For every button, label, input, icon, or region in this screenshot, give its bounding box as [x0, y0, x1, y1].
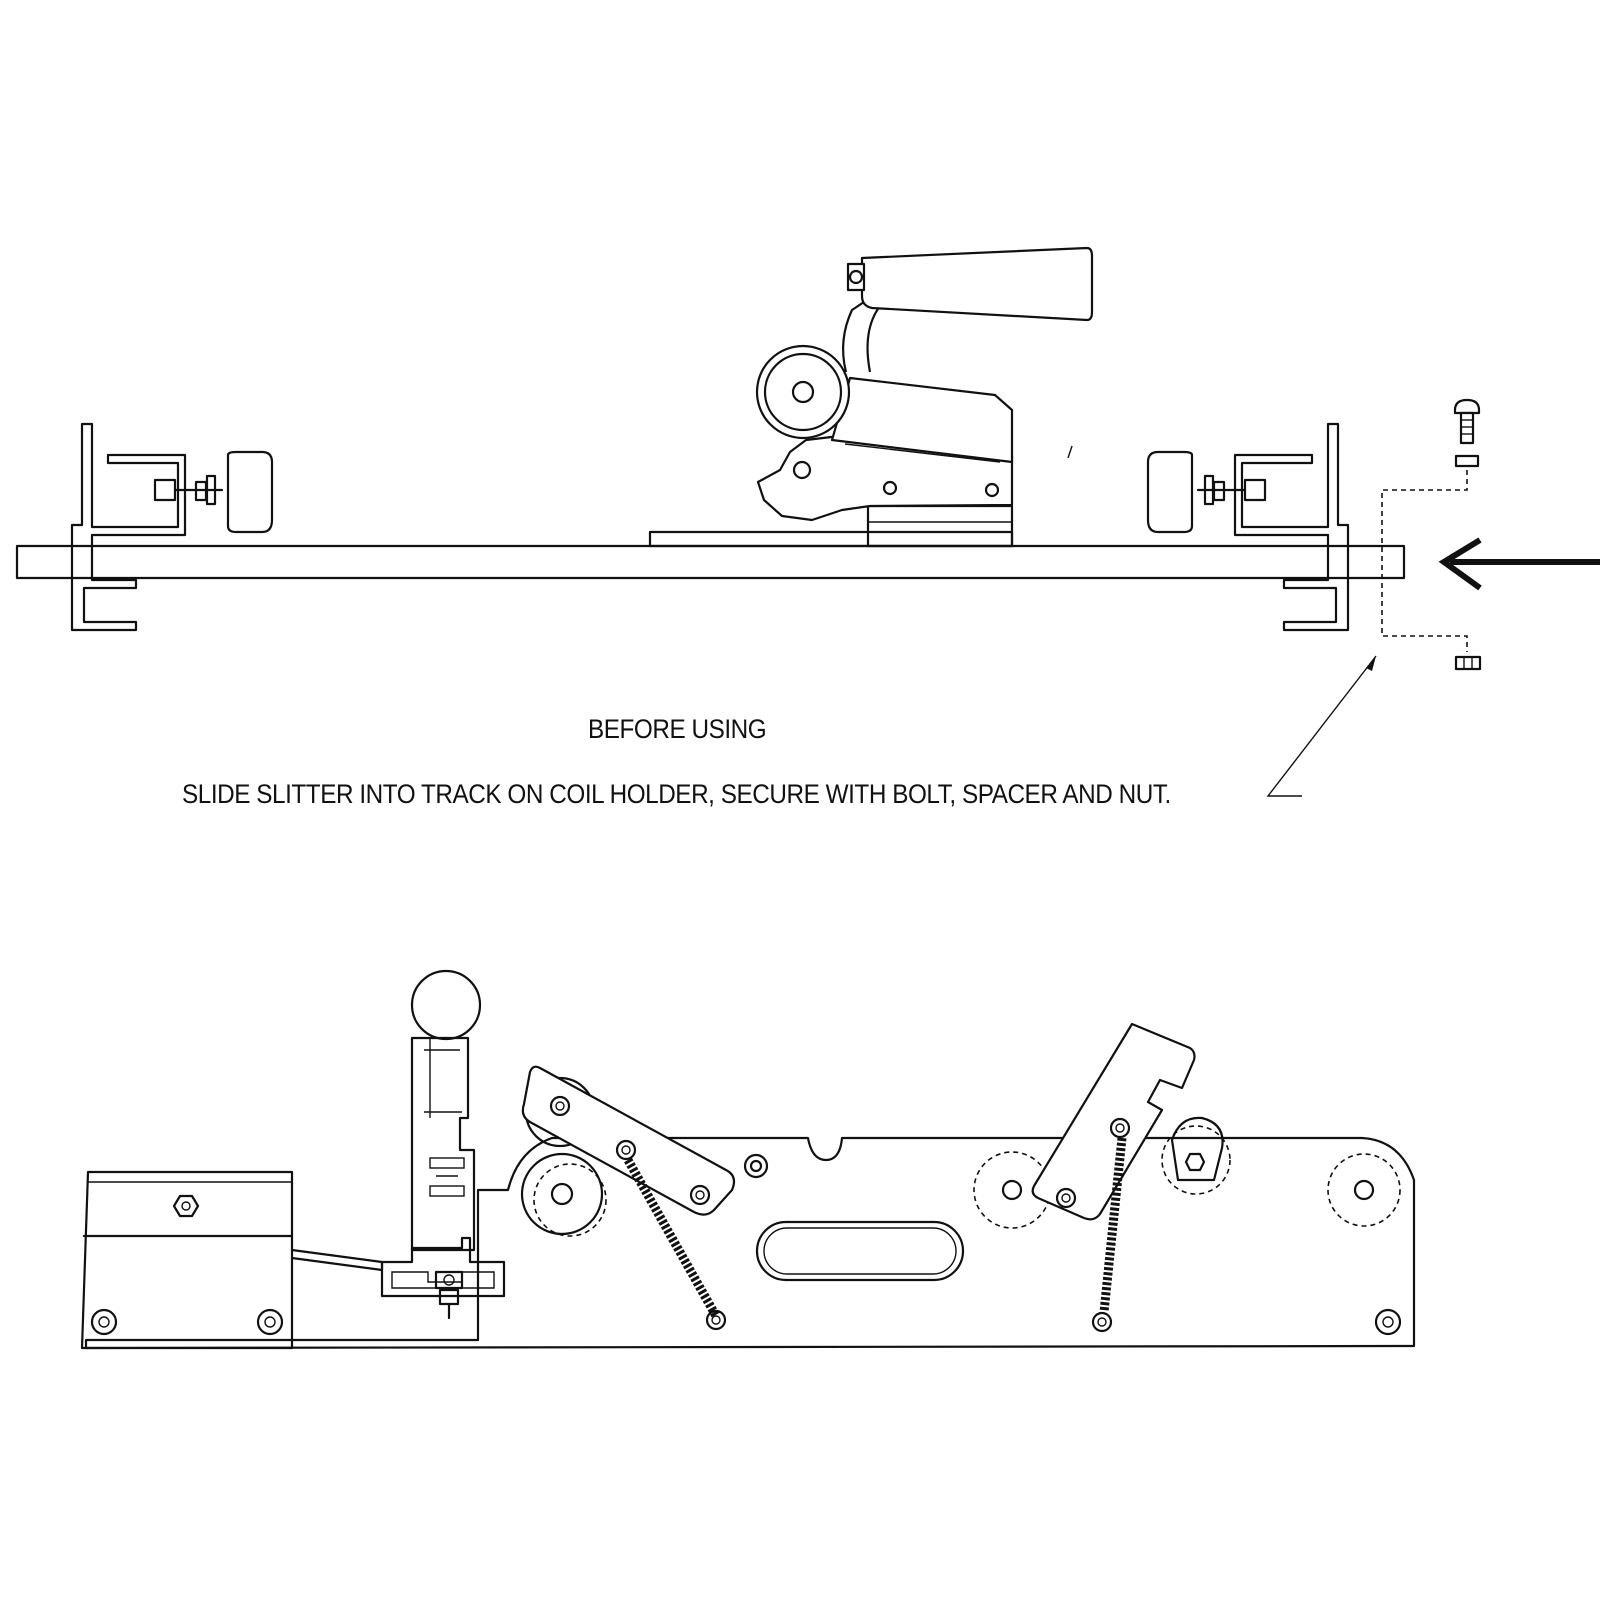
post	[410, 1036, 476, 1252]
leader-line	[1266, 655, 1377, 797]
left-stud-nut	[153, 478, 177, 502]
latch-cam	[1170, 1116, 1224, 1182]
right-bracket	[1233, 422, 1350, 632]
slitter-block	[866, 504, 1014, 548]
right-stud-nut	[1243, 478, 1267, 502]
nut-icon	[1454, 655, 1482, 671]
side-view	[80, 969, 1416, 1350]
handle-grip	[860, 246, 1094, 322]
hardware-exploded	[1381, 398, 1482, 671]
coil-holder-track	[15, 544, 1406, 580]
track-clamp	[380, 1236, 506, 1298]
top-view	[15, 246, 1406, 632]
bolt-icon	[1453, 398, 1481, 445]
adjustment-slot	[755, 1220, 965, 1282]
cutter-wheel-left	[520, 1152, 604, 1236]
upper-cutter-wheel	[755, 344, 851, 440]
block-nut	[172, 1194, 200, 1218]
pivot-hole	[792, 460, 812, 480]
slitter-lower-arm	[756, 434, 1014, 522]
caption-title: BEFORE USING	[588, 714, 767, 744]
arrow-left-icon	[1438, 537, 1600, 591]
right-wheel	[1146, 450, 1194, 534]
caption-instruction: SLIDE SLITTER INTO TRACK ON COIL HOLDER,…	[182, 779, 1171, 809]
left-bracket	[70, 422, 187, 632]
ring-handle	[410, 969, 482, 1041]
left-end-block	[80, 1170, 294, 1350]
right-spring	[1099, 1137, 1127, 1313]
slitter-main-plate	[84, 1136, 1416, 1350]
slitter-base-plate	[648, 530, 1014, 548]
spacer-icon	[1454, 454, 1480, 468]
left-wheel	[226, 450, 274, 534]
cutter-wheel-right	[1327, 1153, 1401, 1227]
